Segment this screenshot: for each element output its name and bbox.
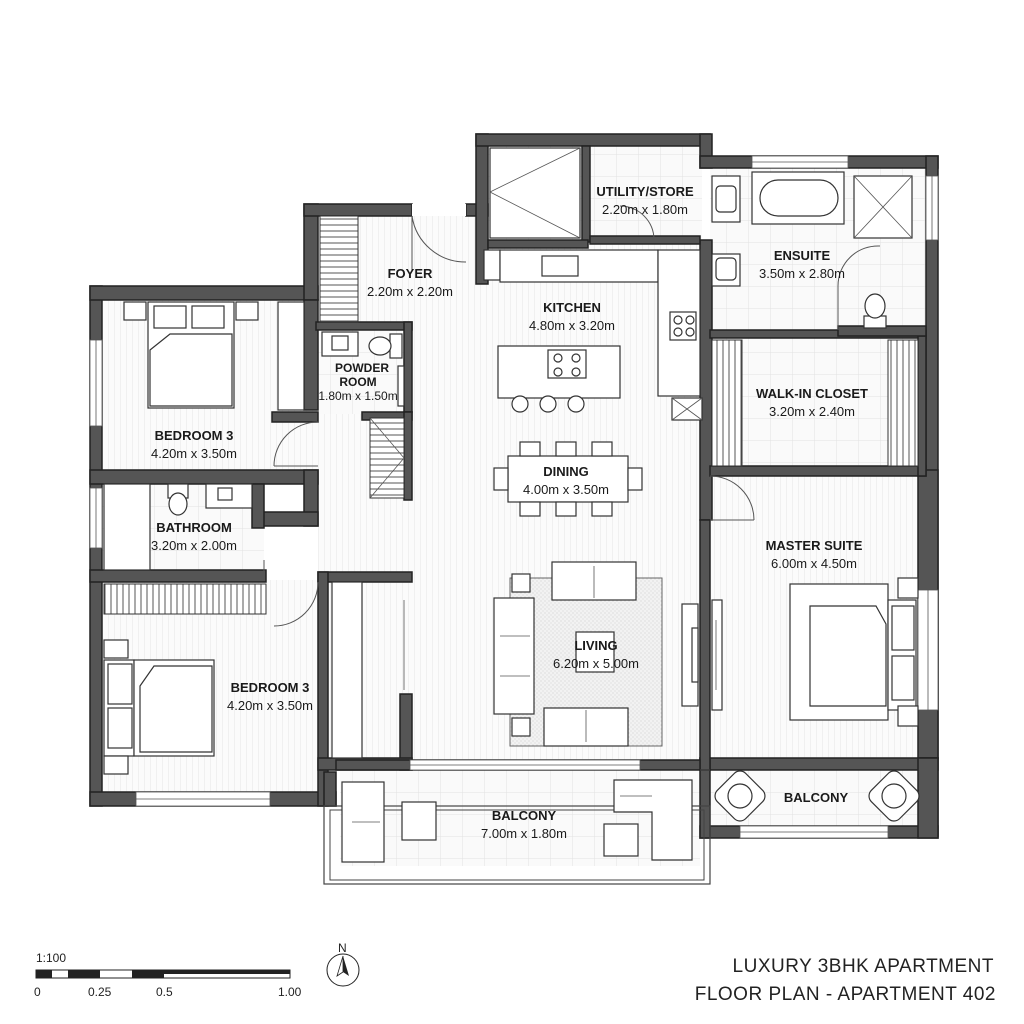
ensuite-name: ENSUITE bbox=[774, 248, 831, 263]
master-name: MASTER SUITE bbox=[766, 538, 863, 553]
bathroom-fixtures bbox=[103, 483, 253, 571]
walkin-name: WALK-IN CLOSET bbox=[756, 386, 868, 401]
balcony-main-name: BALCONY bbox=[492, 808, 557, 823]
scale-tick-2: 0.5 bbox=[156, 985, 173, 999]
doors bbox=[263, 205, 881, 627]
powder-size: 1.80m x 1.50m bbox=[318, 389, 397, 403]
utility-size: 2.20m x 1.80m bbox=[602, 202, 688, 217]
room-labels: FOYER 2.20m x 2.20m UTILITY/STORE 2.20m … bbox=[151, 184, 868, 841]
north-label: N bbox=[338, 941, 347, 955]
living-name: LIVING bbox=[574, 638, 617, 653]
scale-tick-1: 0.25 bbox=[88, 985, 112, 999]
bedroom-upper-furniture bbox=[123, 301, 305, 411]
master-size: 6.00m x 4.50m bbox=[771, 556, 857, 571]
bathroom-name: BATHROOM bbox=[156, 520, 232, 535]
kitchen-size: 4.80m x 3.20m bbox=[529, 318, 615, 333]
bedroom-lower-size: 4.20m x 3.50m bbox=[227, 698, 313, 713]
master-furniture bbox=[711, 577, 919, 727]
balcony-railing bbox=[323, 769, 711, 885]
powder-name-2: ROOM bbox=[339, 375, 376, 389]
title-block: LUXURY 3BHK APARTMENT FLOOR PLAN - APART… bbox=[695, 956, 996, 1005]
living-set bbox=[493, 561, 699, 747]
balcony-master-name: BALCONY bbox=[784, 790, 849, 805]
title-line-2: FLOOR PLAN - APARTMENT 402 bbox=[695, 984, 996, 1005]
bedroom-lower-furniture bbox=[103, 581, 405, 775]
powder-fixtures bbox=[321, 331, 405, 407]
scale-tick-0: 0 bbox=[34, 985, 41, 999]
living-size: 6.20m x 5.00m bbox=[553, 656, 639, 671]
title-line-1: LUXURY 3BHK APARTMENT bbox=[733, 956, 994, 977]
bedroom-lower-name: BEDROOM 3 bbox=[231, 680, 310, 695]
kitchen-counters bbox=[497, 249, 703, 421]
balcony-master-furniture bbox=[714, 770, 920, 822]
utility-fixtures bbox=[483, 147, 581, 281]
dining-size: 4.00m x 3.50m bbox=[523, 482, 609, 497]
scale-tick-3: 1.00 bbox=[278, 985, 302, 999]
kitchen-name: KITCHEN bbox=[543, 300, 601, 315]
ensuite-size: 3.50m x 2.80m bbox=[759, 266, 845, 281]
balcony-main-size: 7.00m x 1.80m bbox=[481, 826, 567, 841]
foyer-wardrobe bbox=[319, 215, 405, 499]
scale-bar: 1:100 0 0.25 0.5 1.00 bbox=[34, 951, 302, 999]
dining-name: DINING bbox=[543, 464, 589, 479]
foyer-size: 2.20m x 2.20m bbox=[367, 284, 453, 299]
north-arrow-icon: N bbox=[326, 941, 360, 987]
balcony-main-furniture bbox=[341, 779, 693, 863]
bedroom-upper-size: 4.20m x 3.50m bbox=[151, 446, 237, 461]
utility-name: UTILITY/STORE bbox=[596, 184, 694, 199]
ensuite-fixtures bbox=[711, 171, 913, 329]
powder-name-1: POWDER bbox=[335, 361, 389, 375]
walkin-fixtures bbox=[711, 339, 919, 469]
dining-set bbox=[493, 441, 643, 517]
windows bbox=[89, 155, 939, 839]
walkin-size: 3.20m x 2.40m bbox=[769, 404, 855, 419]
foyer-name: FOYER bbox=[388, 266, 433, 281]
scale-ratio: 1:100 bbox=[36, 951, 66, 965]
bathroom-size: 3.20m x 2.00m bbox=[151, 538, 237, 553]
bedroom-upper-name: BEDROOM 3 bbox=[155, 428, 234, 443]
